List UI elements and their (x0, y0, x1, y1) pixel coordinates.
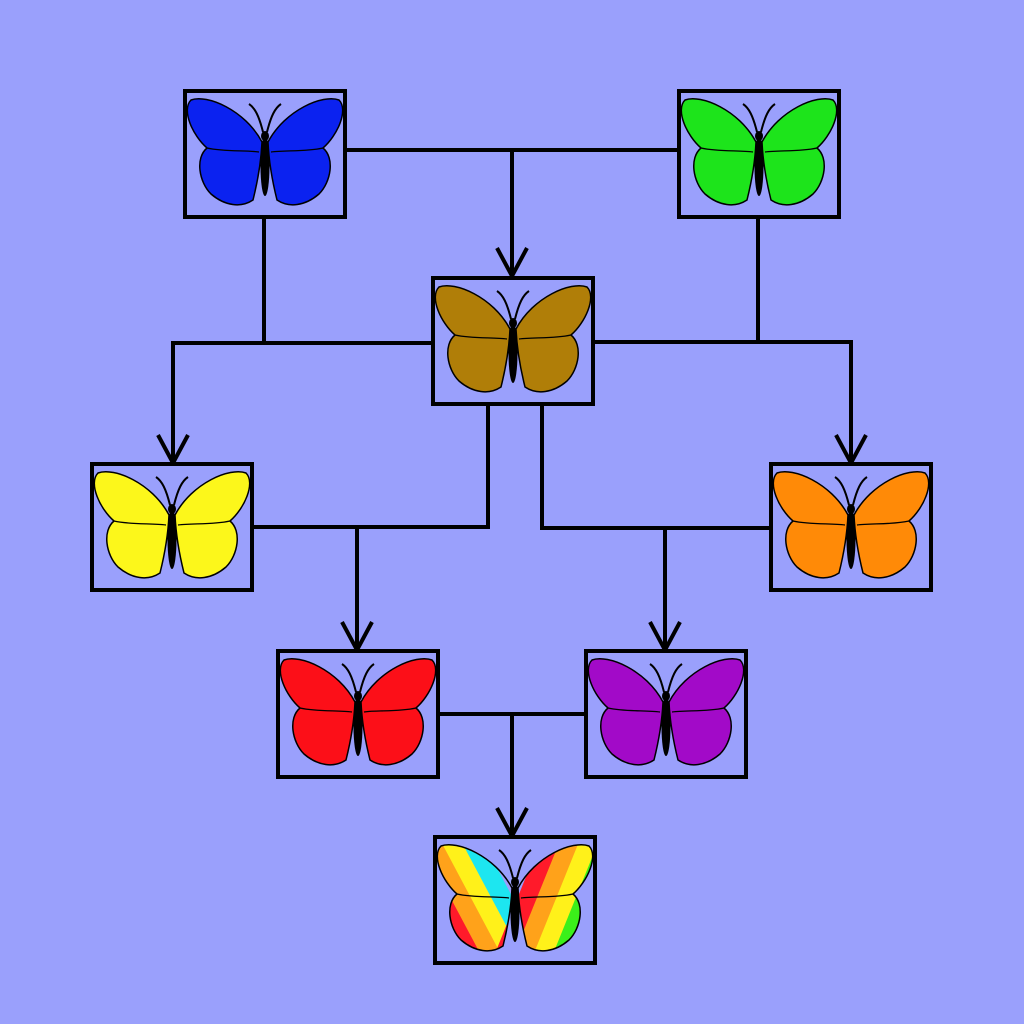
butterfly-node-rainbow (433, 835, 597, 965)
butterfly-node-blue (183, 89, 347, 219)
node-layer (90, 89, 933, 965)
butterfly-icon (279, 658, 437, 766)
butterfly-node-brown (431, 276, 595, 406)
connector-brown-orange-to-purple (540, 405, 771, 650)
connector-red-purple-to-rainbow (439, 712, 586, 836)
butterfly-node-orange (769, 462, 933, 592)
butterfly-icon (186, 98, 344, 206)
butterfly-icon (587, 658, 745, 766)
butterfly-icon (93, 471, 251, 579)
connector-layer (156, 148, 868, 841)
butterfly-icon (772, 471, 930, 579)
butterfly-node-red (276, 649, 440, 779)
connector-blue-green-to-brown (346, 148, 680, 276)
butterfly-node-green (677, 89, 841, 219)
butterfly-node-purple (584, 649, 748, 779)
butterfly-icon (680, 98, 838, 206)
connector-green-brown-to-orange (594, 218, 853, 463)
connector-blue-brown-to-yellow (171, 218, 433, 463)
butterfly-icon (434, 285, 592, 393)
butterfly-node-yellow (90, 462, 254, 592)
connector-yellow-brown-to-red (253, 405, 490, 650)
